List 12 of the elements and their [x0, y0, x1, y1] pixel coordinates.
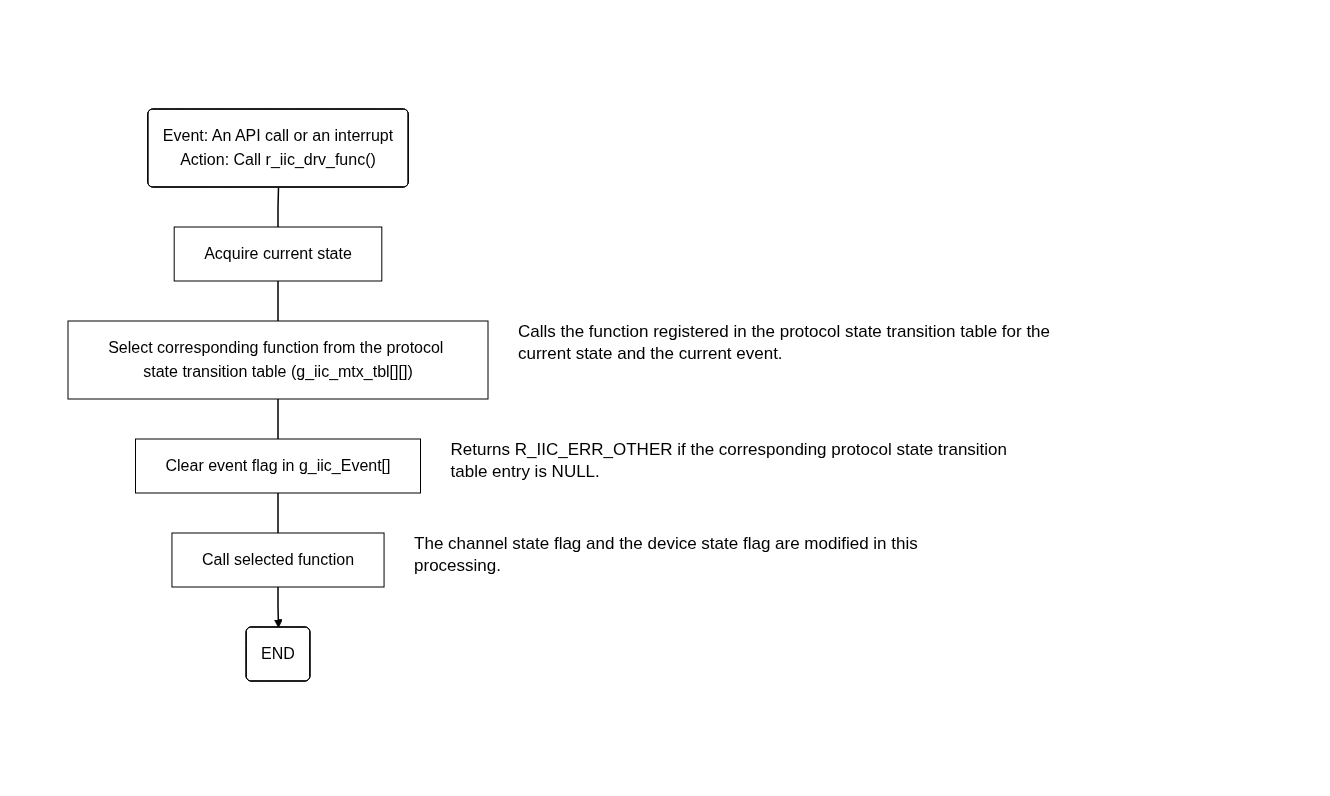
node-box: Call selected function	[171, 532, 385, 588]
arrow	[273, 586, 283, 628]
side-note: The channel state flag and the device state flag are modified in this processing.	[414, 533, 919, 578]
side-note: Calls the function registered in the protocol state transition table for the current state and the current event.	[518, 321, 1052, 366]
connector	[277, 280, 279, 322]
node-box: Acquire current state	[173, 226, 383, 282]
connector	[277, 398, 279, 440]
node-box: Clear event flag in g_iic_Event[]	[135, 438, 421, 494]
connector	[277, 186, 280, 228]
connector	[277, 492, 279, 534]
side-note: Returns R_IIC_ERR_OTHER if the corresponding protocol state transition table entry is NULL.	[450, 439, 1009, 484]
node-box: Select corresponding function from the protocol state transition table (g_iic_mtx_tbl[][])	[67, 320, 489, 400]
